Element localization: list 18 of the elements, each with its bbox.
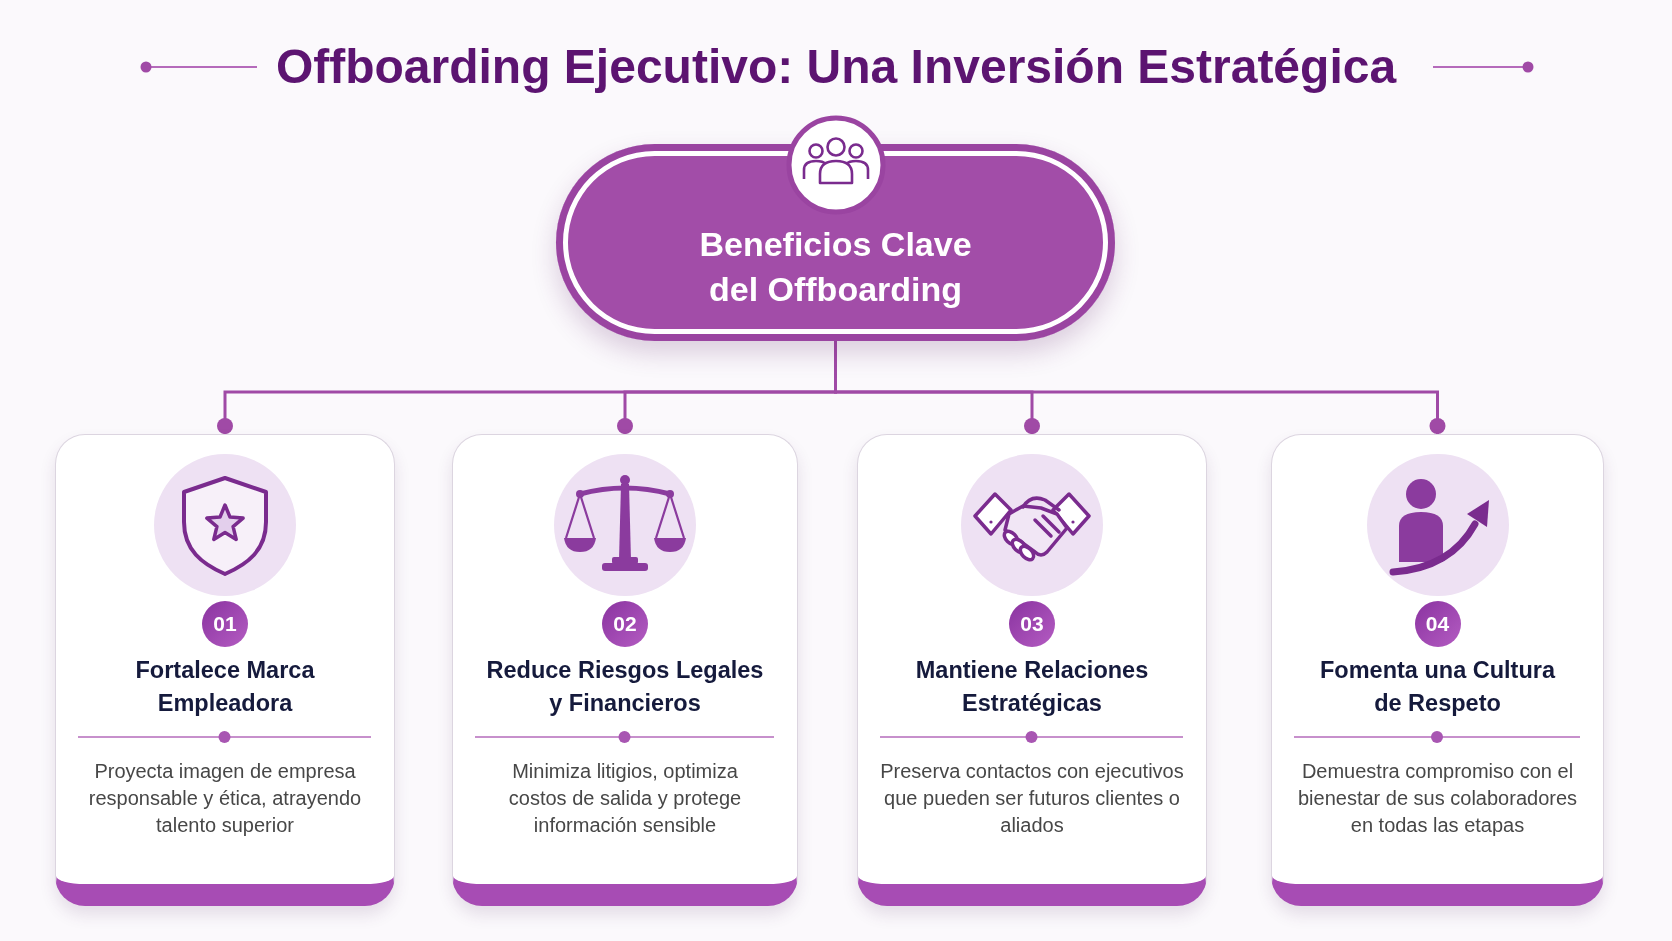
- benefit-card: [1271, 434, 1604, 906]
- step-number: 01: [202, 600, 248, 647]
- benefit-heading: Reduce Riesgos Legales y Financieros: [485, 656, 765, 718]
- diagram-title: Offboarding Ejecutivo: Una Inversión Estratégica: [275, 39, 1397, 95]
- benefit-description: Demuestra compromiso con el bienestar de sus colaboradores en todas las etapas: [1296, 759, 1579, 838]
- benefit-heading: Fortalece Marca Empleadora: [134, 656, 316, 718]
- benefit-description: Proyecta imagen de empresa responsable y ética, atrayendo talento superior: [87, 759, 363, 838]
- benefit-description: Minimiza litigios, optimiza costos de salida y protege información sensible: [507, 759, 743, 838]
- topic-title: Beneficios Clave del Offboarding: [698, 224, 973, 310]
- benefit-description: Preserva contactos con ejecutivos que pueden ser futuros clientes o aliados: [879, 759, 1185, 838]
- benefit-card: [452, 434, 798, 906]
- step-number: 04: [1414, 600, 1461, 647]
- benefit-card: [55, 434, 395, 906]
- benefit-card: [857, 434, 1207, 906]
- step-number: 02: [602, 600, 648, 647]
- step-number: 03: [1009, 600, 1055, 647]
- benefit-heading: Fomenta una Cultura de Respeto: [1319, 656, 1557, 718]
- benefit-heading: Mantiene Relaciones Estratégicas: [914, 656, 1150, 718]
